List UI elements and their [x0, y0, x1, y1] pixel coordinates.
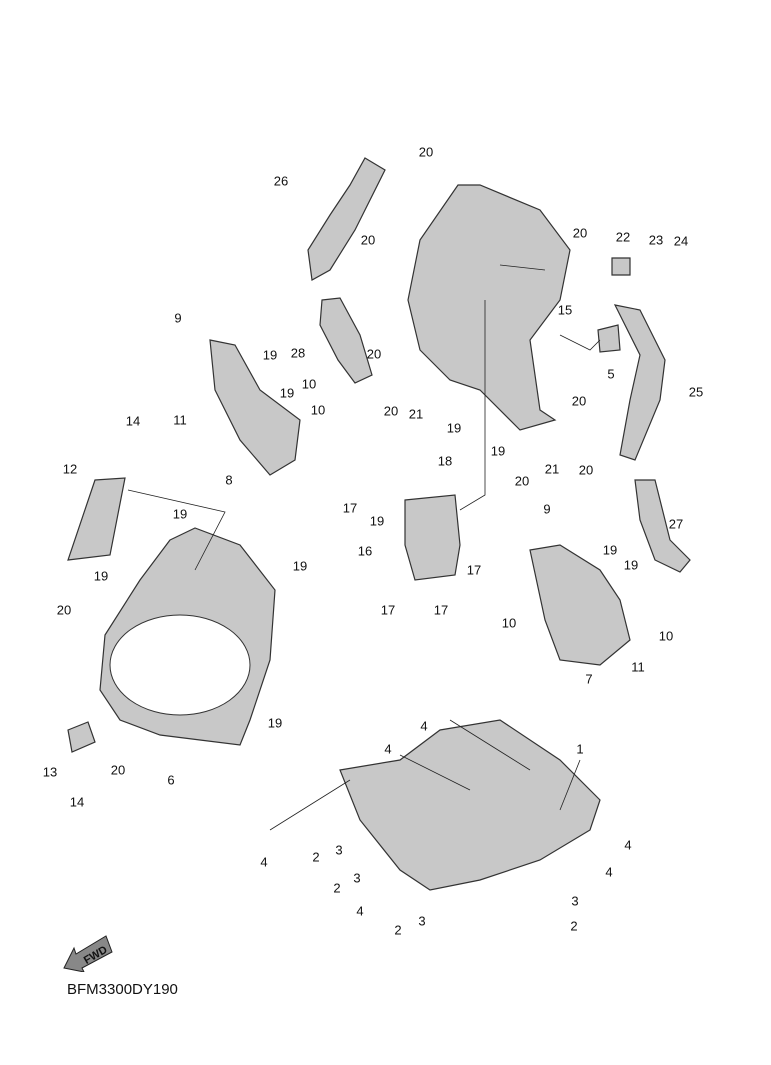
callout-label[interactable]: 20 — [360, 232, 376, 248]
callout-label[interactable]: 5 — [607, 366, 615, 382]
callout-label[interactable]: 23 — [648, 232, 664, 248]
callout-label[interactable]: 8 — [225, 472, 233, 488]
callout-label[interactable]: 4 — [605, 864, 613, 880]
callout-label[interactable]: 14 — [69, 794, 85, 810]
callout-label[interactable]: 20 — [571, 393, 587, 409]
part-27-strip[interactable] — [634, 479, 691, 573]
callout-label[interactable]: 25 — [688, 384, 704, 400]
callout-label[interactable]: 20 — [366, 346, 382, 362]
callout-label[interactable]: 16 — [357, 543, 373, 559]
callout-label[interactable]: 19 — [602, 542, 618, 558]
part-26-side-cover[interactable] — [307, 157, 386, 281]
callout-label[interactable]: 3 — [418, 913, 426, 929]
callout-label[interactable]: 4 — [420, 718, 428, 734]
part-7-panel[interactable] — [529, 544, 631, 666]
callout-label[interactable]: 20 — [110, 762, 126, 778]
callout-label[interactable]: 19 — [93, 568, 109, 584]
callout-label[interactable]: 22 — [615, 229, 631, 245]
callout-label[interactable]: 1 — [576, 741, 584, 757]
callout-label[interactable]: 6 — [167, 772, 175, 788]
callout-label[interactable]: 19 — [267, 715, 283, 731]
headlight-opening — [109, 614, 251, 716]
part-5-label[interactable] — [597, 324, 621, 353]
callout-label[interactable]: 12 — [62, 461, 78, 477]
callout-label[interactable]: 2 — [570, 918, 578, 934]
callout-label[interactable]: 19 — [446, 420, 462, 436]
callout-label[interactable]: 19 — [369, 513, 385, 529]
callout-label[interactable]: 11 — [631, 659, 645, 675]
leader-lines — [127, 264, 601, 831]
callout-label[interactable]: 20 — [56, 602, 72, 618]
callout-label[interactable]: 20 — [578, 462, 594, 478]
part-12-sticker[interactable] — [67, 477, 126, 561]
part-22[interactable] — [611, 257, 631, 276]
callout-label[interactable]: 19 — [279, 385, 295, 401]
callout-label[interactable]: 21 — [544, 461, 560, 477]
callout-label[interactable]: 19 — [623, 557, 639, 573]
callout-label[interactable]: 2 — [333, 880, 341, 896]
callout-label[interactable]: 13 — [42, 764, 58, 780]
callout-label[interactable]: 4 — [356, 903, 364, 919]
fwd-logo-text: FWD — [82, 944, 110, 967]
callout-label[interactable]: 4 — [384, 741, 392, 757]
callout-label[interactable]: 3 — [571, 893, 579, 909]
callout-label[interactable]: 20 — [383, 403, 399, 419]
part-15-leg-shield[interactable] — [407, 184, 571, 431]
callout-label[interactable]: 3 — [335, 842, 343, 858]
callout-label[interactable]: 9 — [543, 501, 551, 517]
callout-label[interactable]: 20 — [418, 144, 434, 160]
part-28-panel[interactable] — [319, 297, 373, 384]
diagram-code: BFM3300DY190 — [67, 981, 178, 998]
callout-label[interactable]: 10 — [301, 376, 317, 392]
part-8-panel[interactable] — [209, 339, 301, 476]
callout-label[interactable]: 17 — [433, 602, 449, 618]
callout-label[interactable]: 11 — [173, 412, 187, 428]
callout-label[interactable]: 15 — [557, 302, 573, 318]
callout-label[interactable]: 10 — [658, 628, 674, 644]
callout-label[interactable]: 19 — [172, 506, 188, 522]
fwd-arrow-logo: FWD — [62, 930, 114, 977]
callout-label[interactable]: 17 — [342, 500, 358, 516]
callout-label[interactable]: 20 — [514, 473, 530, 489]
callout-label[interactable]: 18 — [437, 453, 453, 469]
callout-label[interactable]: 4 — [260, 854, 268, 870]
callout-label[interactable]: 2 — [312, 849, 320, 865]
callout-label[interactable]: 2 — [394, 922, 402, 938]
callout-label[interactable]: 4 — [624, 837, 632, 853]
callout-label[interactable]: 19 — [292, 558, 308, 574]
part-25-strip[interactable] — [613, 304, 666, 461]
callout-label[interactable]: 19 — [262, 347, 278, 363]
part-1-floor[interactable] — [339, 719, 601, 891]
callout-label[interactable]: 28 — [290, 345, 306, 361]
callout-label[interactable]: 24 — [673, 233, 689, 249]
callout-label[interactable]: 9 — [174, 310, 182, 326]
callout-label[interactable]: 10 — [501, 615, 517, 631]
callout-label[interactable]: 3 — [353, 870, 361, 886]
callout-label[interactable]: 26 — [273, 173, 289, 189]
callout-label[interactable]: 20 — [572, 225, 588, 241]
part-16-box[interactable] — [404, 494, 461, 581]
callout-label[interactable]: 19 — [490, 443, 506, 459]
callout-label[interactable]: 27 — [668, 516, 684, 532]
callout-label[interactable]: 17 — [380, 602, 396, 618]
callout-label[interactable]: 7 — [585, 671, 593, 687]
callout-label[interactable]: 21 — [408, 406, 424, 422]
part-13[interactable] — [67, 721, 96, 753]
callout-label[interactable]: 10 — [310, 402, 326, 418]
callout-label[interactable]: 14 — [125, 413, 141, 429]
callout-label[interactable]: 17 — [466, 562, 482, 578]
